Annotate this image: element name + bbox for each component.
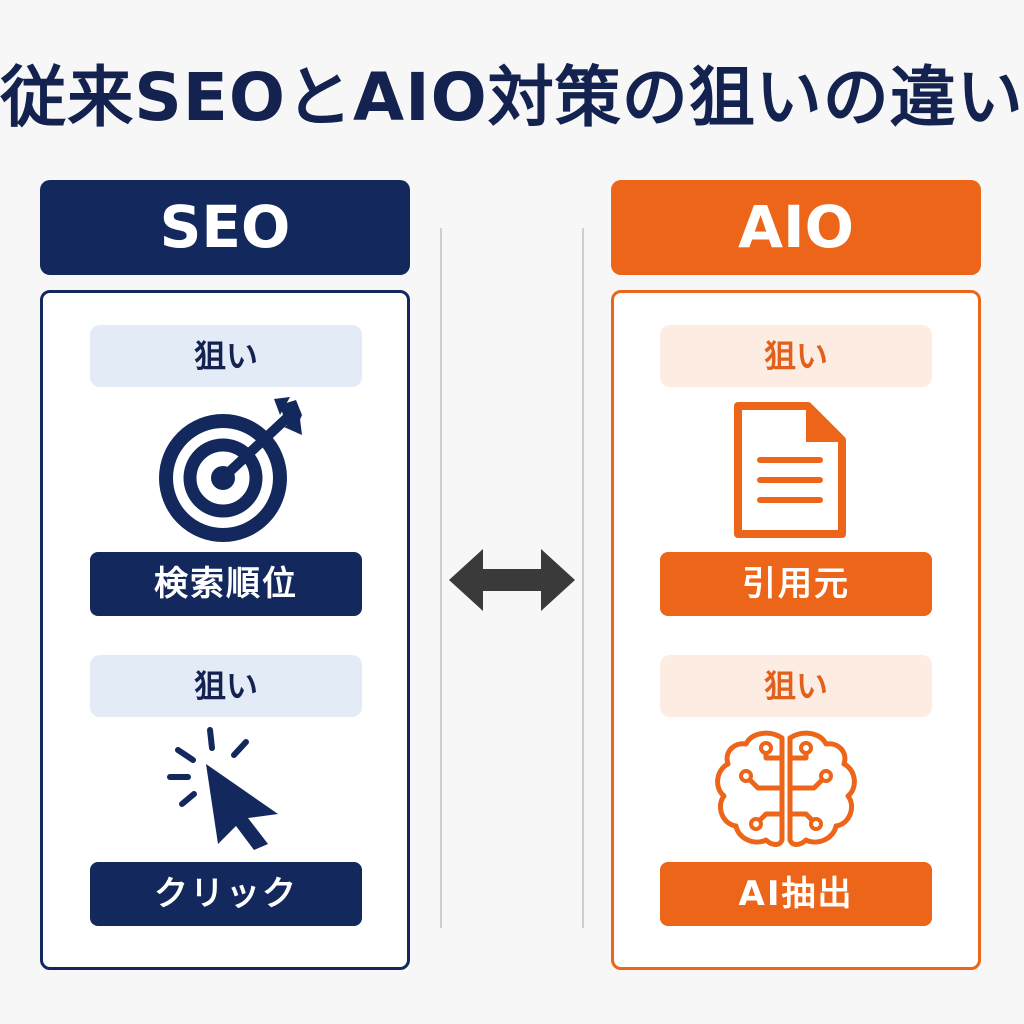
- aio-label-ai-extraction: AI抽出: [660, 862, 932, 926]
- seo-aim-label-1: 狙い: [90, 325, 362, 387]
- document-icon: [734, 402, 846, 538]
- aio-header: AIO: [611, 180, 981, 275]
- seo-label-search-rank: 検索順位: [90, 552, 362, 616]
- aio-aim-label-1: 狙い: [660, 325, 932, 387]
- right-divider: [582, 228, 584, 928]
- seo-header: SEO: [40, 180, 410, 275]
- seo-aim-label-2: 狙い: [90, 655, 362, 717]
- aio-label-citation: 引用元: [660, 552, 932, 616]
- aio-aim-label-2: 狙い: [660, 655, 932, 717]
- target-icon: [159, 397, 302, 542]
- brain-circuit-icon: [715, 730, 857, 847]
- double-arrow-icon: [449, 549, 575, 611]
- left-divider: [440, 228, 442, 928]
- page-title: 従来SEOとAIO対策の狙いの違い: [0, 59, 1024, 136]
- seo-label-click: クリック: [90, 862, 362, 926]
- cursor-click-icon: [167, 727, 278, 850]
- seo-panel: [40, 290, 410, 970]
